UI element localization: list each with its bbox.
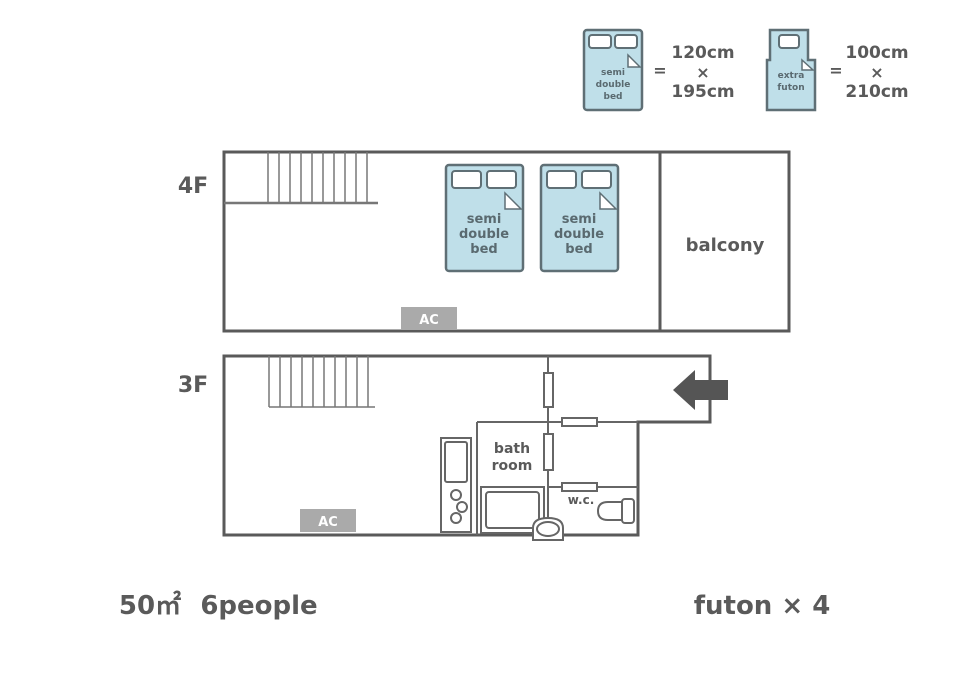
area-label: 50㎡	[119, 590, 181, 621]
doors	[543, 372, 598, 492]
bathtub	[480, 486, 545, 534]
floor-label: 4F	[178, 174, 208, 199]
svg-text:AC: AC	[318, 515, 338, 530]
capacity-label: 6people	[200, 591, 317, 621]
svg-text:bed: bed	[565, 242, 592, 257]
stairs	[224, 152, 378, 205]
floor-3f: 3F AC	[178, 354, 728, 541]
svg-text:=: =	[653, 61, 666, 80]
legend-futon: extra futon = 100cm × 210cm	[765, 28, 909, 112]
svg-text:bed: bed	[470, 242, 497, 257]
futon-icon	[765, 28, 817, 112]
svg-text:double: double	[596, 80, 631, 90]
svg-text:=: =	[829, 61, 842, 80]
svg-text:room: room	[492, 458, 533, 474]
futon-count-label: futon × 4	[694, 591, 831, 621]
stairs	[268, 356, 375, 408]
kitchen	[440, 437, 472, 533]
sink-icon	[532, 516, 564, 541]
wc-label: w.c.	[568, 493, 595, 507]
balcony-label: balcony	[686, 235, 765, 256]
floor-4f: 4F semi double bed semi double	[178, 150, 791, 333]
svg-text:futon: futon	[777, 83, 804, 93]
bathroom-label: bath	[494, 441, 530, 457]
futon-length: 210cm	[845, 82, 908, 102]
svg-text:×: ×	[696, 63, 709, 82]
bed-width: 120cm	[671, 43, 734, 63]
entrance-arrow-icon	[673, 370, 728, 410]
svg-text:extra: extra	[778, 71, 805, 81]
futon-width: 100cm	[845, 43, 908, 63]
bed-2: semi double bed	[539, 163, 620, 273]
svg-text:double: double	[554, 227, 604, 242]
bed-length: 195cm	[671, 82, 734, 102]
svg-text:×: ×	[870, 63, 883, 82]
ac-unit	[300, 509, 356, 532]
svg-text:double: double	[459, 227, 509, 242]
floor-label: 3F	[178, 373, 208, 398]
legend-bed: semi double bed = 120cm × 195cm	[582, 28, 735, 112]
svg-text:bed: bed	[604, 92, 623, 102]
ac-unit	[401, 307, 457, 330]
bed-icon	[582, 28, 644, 112]
bed-1: semi double bed	[444, 163, 525, 273]
legend-bed-label: semi	[601, 68, 625, 78]
svg-text:semi: semi	[467, 212, 502, 227]
svg-text:AC: AC	[419, 313, 439, 328]
toilet-icon	[596, 498, 635, 524]
svg-text:semi: semi	[562, 212, 597, 227]
